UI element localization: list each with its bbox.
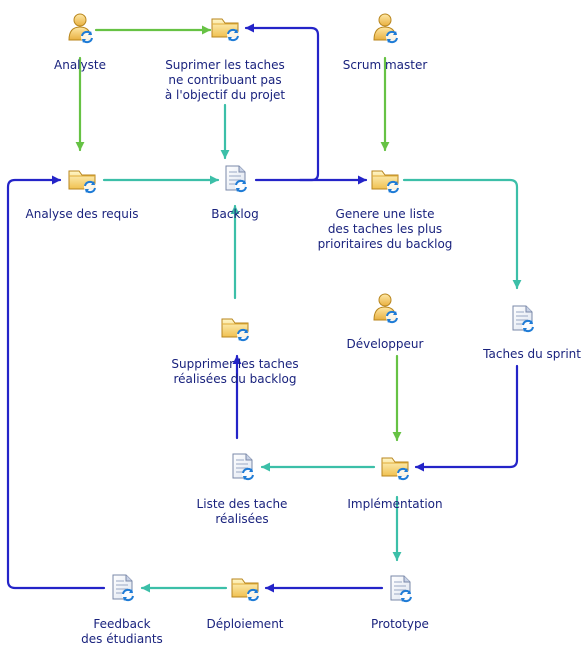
node-label-line: Genere une liste (335, 207, 435, 221)
node-label-deploiement: Déploiement (145, 617, 345, 632)
edge-backlog-to-suprimer (244, 23, 320, 182)
task-folder-suprimer-icon (211, 18, 239, 42)
task-folder-deploiement-icon (231, 578, 259, 602)
node-label-line: Développeur (346, 337, 424, 351)
task-folder-genere-liste-icon (371, 170, 399, 194)
node-label-implementation: Implémentation (295, 497, 495, 512)
artifact-document-taches-sprint-icon (512, 305, 534, 333)
artifact-document-prototype-icon (390, 575, 412, 603)
node-label-line: Analyse des requis (25, 207, 139, 221)
node-label-line: Backlog (211, 207, 259, 221)
node-label-line: ne contribuant pas (168, 73, 282, 87)
node-label-analyste: Analyste (0, 58, 180, 73)
task-folder-supprimer-realisees-icon (221, 318, 249, 342)
node-label-line: Scrum master (342, 58, 428, 72)
node-label-backlog: Backlog (135, 207, 335, 222)
node-label-developpeur: Développeur (285, 337, 485, 352)
node-label-line: prioritaires du backlog (317, 237, 453, 251)
task-folder-implementation-icon (381, 457, 409, 481)
node-label-line: Suprimer les taches (165, 58, 285, 72)
node-label-line: Supprimer les taches (171, 357, 299, 371)
node-label-line: réalisées (215, 512, 269, 526)
task-folder-analyse-requis-icon (68, 170, 96, 194)
node-label-analyse-requis: Analyse des requis (0, 207, 182, 222)
node-label-taches-sprint: Taches du sprint (381, 347, 581, 362)
node-label-line: réalisées du backlog (173, 372, 297, 386)
edge-genere-liste-to-taches-sprint (402, 178, 522, 290)
artifact-document-liste-realisees-icon (232, 453, 254, 481)
node-label-line: Liste des tache (196, 497, 288, 511)
artifact-document-backlog-icon (225, 165, 247, 193)
edge-feedback-to-analyse-requis (6, 175, 106, 590)
node-label-line: Taches du sprint (483, 347, 581, 361)
node-label-line: Implémentation (347, 497, 443, 511)
node-label-line: des étudiants (81, 632, 163, 646)
node-label-line: des taches les plus (327, 222, 443, 236)
node-label-line: Déploiement (206, 617, 284, 631)
node-label-prototype: Prototype (300, 617, 500, 632)
edge-taches-sprint-to-implementation (414, 364, 519, 472)
artifact-document-feedback-icon (112, 574, 134, 602)
role-user-scrum-master-icon (373, 13, 398, 44)
node-label-line: Feedback (93, 617, 151, 631)
node-label-line: Analyste (54, 58, 106, 72)
node-label-line: à l'objectif du projet (164, 88, 286, 102)
node-label-line: Prototype (371, 617, 429, 631)
node-label-scrum-master: Scrum master (285, 58, 485, 73)
role-user-developpeur-icon (373, 293, 398, 324)
role-user-analyste-icon (68, 13, 93, 44)
